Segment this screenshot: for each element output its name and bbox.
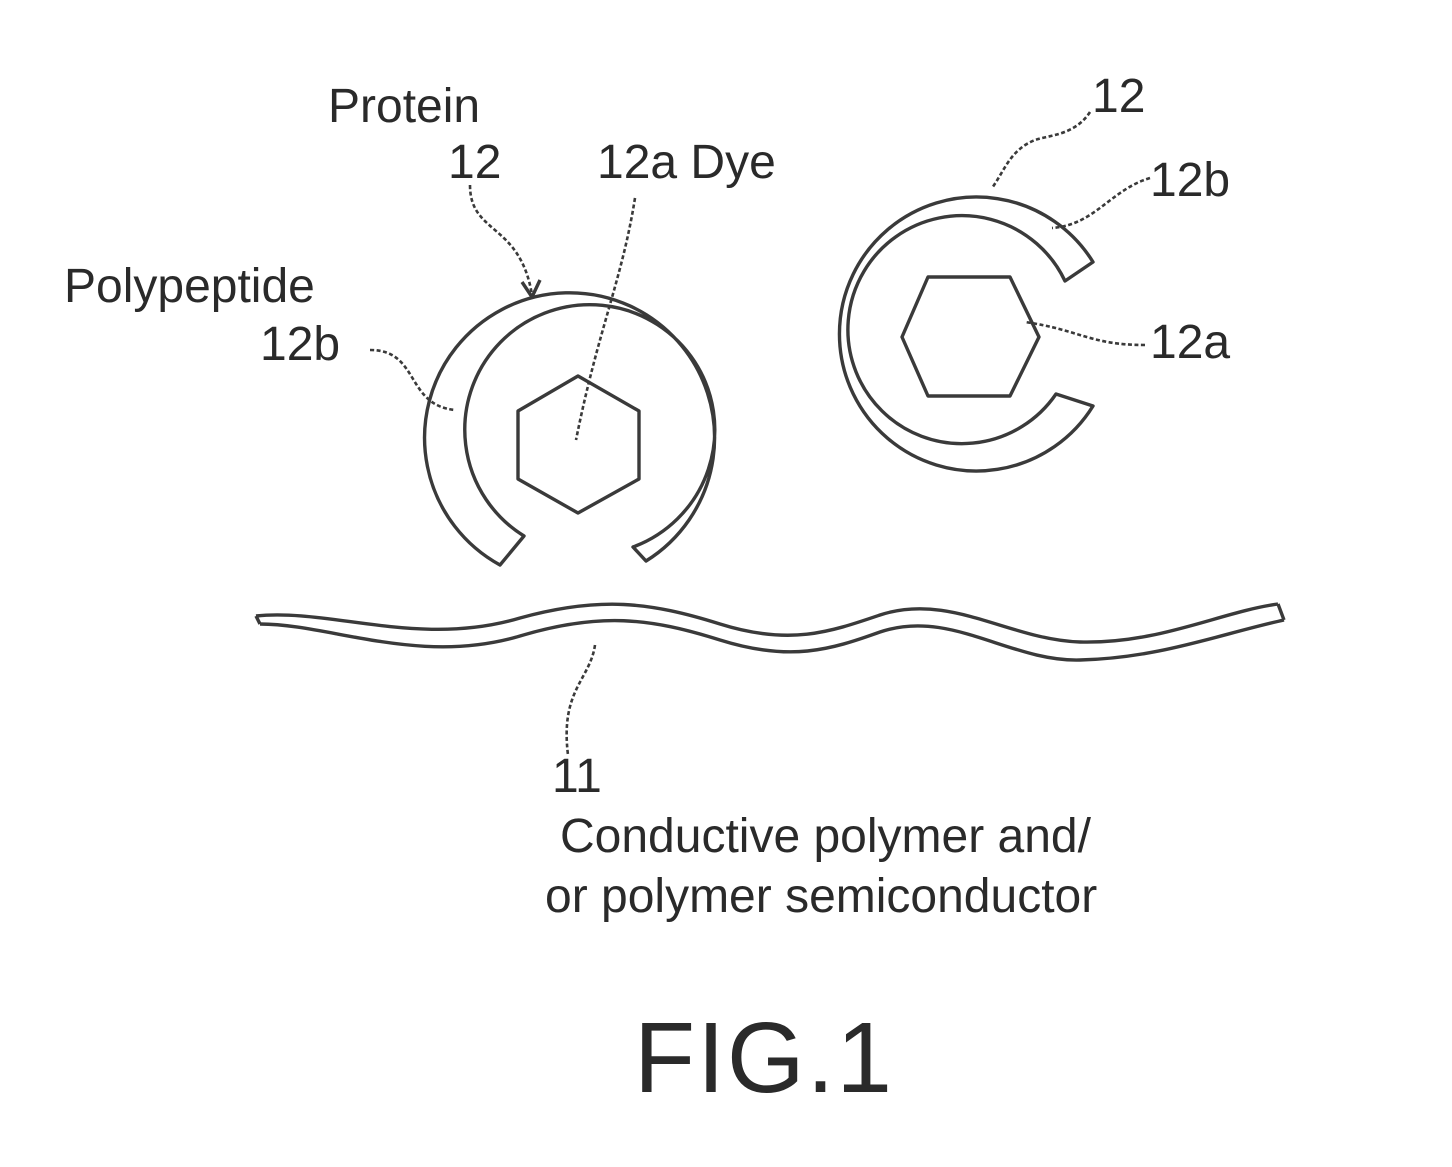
label-protein-ref-12: 12 (448, 136, 501, 189)
right-polypeptide-shell (839, 197, 1093, 471)
polymer-strand-right-cap (1278, 604, 1284, 620)
leader-polypeptide-12b-right (1052, 178, 1150, 228)
leader-polypeptide-12b-left (370, 350, 455, 410)
right-protein (839, 197, 1093, 471)
leader-protein-12-right (992, 112, 1090, 188)
left-dye-hexagon (518, 376, 639, 513)
figure-caption: FIG.1 (634, 1002, 894, 1114)
leader-protein-12-left (470, 185, 532, 295)
left-protein (425, 293, 715, 565)
left-polypeptide-shell (425, 293, 715, 565)
polymer-strand-top (256, 604, 1278, 642)
label-right-dye-ref-12a: 12a (1150, 316, 1230, 369)
label-polypeptide: Polypeptide (64, 260, 315, 313)
label-dye-12a: 12a Dye (597, 136, 776, 189)
label-polymer-line1: Conductive polymer and/ (560, 810, 1092, 863)
conductive-polymer-strand (256, 604, 1284, 660)
label-right-protein-ref-12: 12 (1092, 70, 1145, 123)
label-polymer-line2: or polymer semiconductor (545, 870, 1097, 923)
label-protein: Protein (328, 80, 480, 133)
label-polymer-ref-11: 11 (552, 750, 602, 803)
label-right-polypeptide-ref-12b: 12b (1150, 154, 1230, 207)
right-dye-hexagon (902, 277, 1039, 396)
leader-polymer-11 (567, 645, 595, 755)
leader-dye-12a-right (1025, 322, 1145, 345)
label-polypeptide-ref-12b: 12b (260, 318, 340, 371)
